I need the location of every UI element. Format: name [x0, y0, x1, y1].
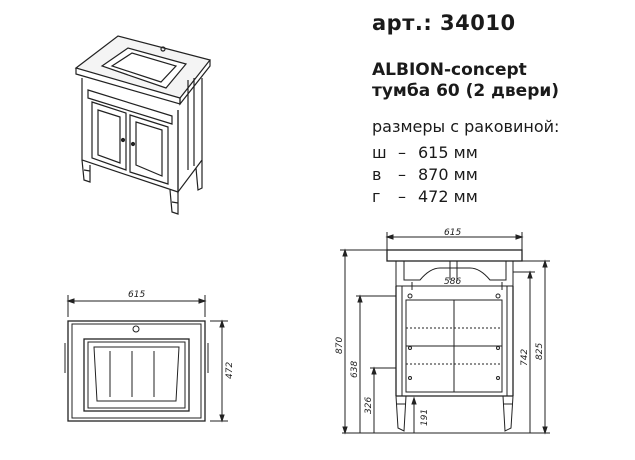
model-subtitle: тумба 60 (2 двери)	[372, 81, 560, 101]
dimension-value: 870 мм	[418, 165, 478, 184]
dimension-value: 615 мм	[418, 143, 478, 162]
dim-label-height-870: 870	[335, 337, 345, 354]
dim-label-top-width: 615	[128, 290, 145, 300]
dimensions-header: размеры с раковиной:	[372, 117, 560, 136]
dimension-key: г	[372, 187, 381, 206]
dim-label-height-638: 638	[350, 361, 360, 378]
article-number: арт.: 34010	[372, 11, 516, 35]
dimension-depth: г–472 мм	[372, 187, 478, 206]
dimension-width: ш–615 мм	[372, 143, 478, 162]
dim-label-inner-width: 586	[444, 277, 461, 287]
dimension-height: в–870 мм	[372, 165, 478, 184]
model-name: ALBION-concept	[372, 60, 527, 80]
top-view-drawing: 615 472	[64, 290, 235, 423]
dim-label-height-326: 326	[364, 397, 374, 414]
dim-label-height-191: 191	[420, 409, 430, 426]
dim-label-height-742: 742	[520, 349, 530, 366]
perspective-illustration	[74, 35, 212, 215]
dimension-value: 472 мм	[418, 187, 478, 206]
front-view-drawing: 615 586 870 638 326 191 742 825	[335, 228, 550, 435]
dim-label-height-825: 825	[535, 343, 545, 360]
dimension-key: ш	[372, 143, 387, 162]
dimension-key: в	[372, 165, 382, 184]
dim-label-front-width: 615	[444, 228, 461, 238]
dim-label-top-depth: 472	[225, 362, 235, 379]
